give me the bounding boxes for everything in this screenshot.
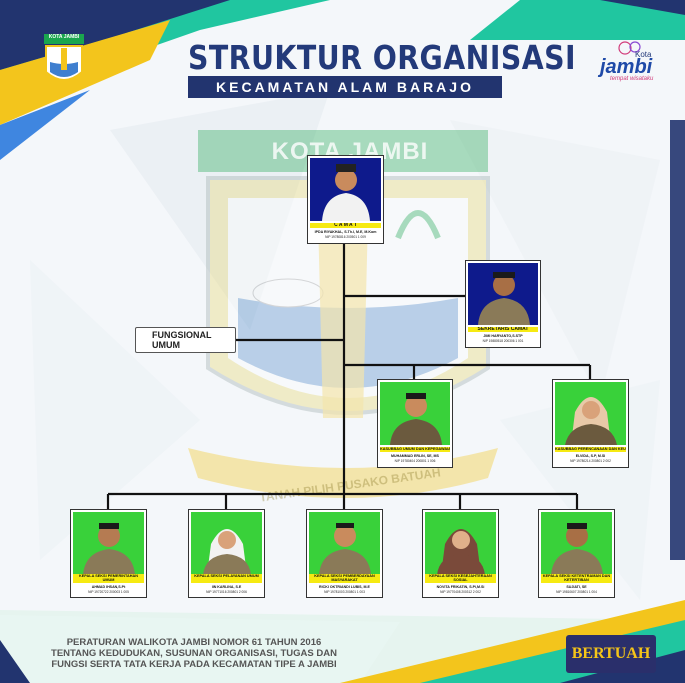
kasi-card: KEPALA SEKSI PEMBERDAYAAN MASYARAKAT RIC…	[306, 509, 383, 598]
sekretaris-role: SEKRETARIS CAMAT	[468, 327, 538, 332]
regulation-line-1: PERATURAN WALIKOTA JAMBI NOMOR 61 TAHUN …	[66, 637, 322, 648]
kasubbag-photo	[380, 382, 450, 445]
kasi-role: KEPALA SEKSI PELAYANAN UMUM	[191, 574, 262, 583]
camat-nip: NIP 19780816 200501 1 009	[325, 235, 366, 239]
person-silhouette-icon	[83, 523, 135, 575]
kasi-nip: NIP 19770408 200312 2 002	[440, 590, 481, 594]
kasi-name: IIN KARLINA, S.E	[211, 585, 242, 589]
sekretaris-nip: NIP 19880518 200306 1 001	[482, 339, 524, 343]
kasubbag-card: KASUBBAG PERENCANAAN DAN KEUANGAN ELVIDA…	[552, 379, 629, 468]
camat-name: IPDA RIYAKHAL, S.Th.I, M.E, M.Kom	[314, 230, 377, 234]
kasubbag-nip: NIP 19780214 200801 2 002	[570, 459, 611, 463]
person-silhouette-icon	[551, 523, 603, 575]
kasi-card: KEPALA SEKSI KESEJAHTERAAN SOSIAL NOVITA…	[422, 509, 499, 598]
kasi-role: KEPALA SEKSI KESEJAHTERAAN SOSIAL	[425, 574, 496, 583]
fungsional-umum-box: FUNGSIONAL UMUM	[135, 327, 236, 353]
page-subtitle: KECAMATAN ALAM BARAJO	[188, 76, 502, 98]
kasubbag-role: KASUBBAG PERENCANAAN DAN KEUANGAN	[555, 447, 626, 452]
camat-card: C A M A T IPDA RIYAKHAL, S.Th.I, M.E, M.…	[307, 155, 384, 244]
kasi-photo	[73, 512, 144, 575]
camat-role: C A M A T	[310, 223, 381, 228]
kasi-name: AHMAD IHSAN,S.Pt	[91, 585, 126, 589]
regulation-line-2: TENTANG KEDUDUKAN, SUSUNAN ORGANISASI, T…	[51, 648, 337, 659]
kasi-card: KEPALA SEKSI PELAYANAN UMUM IIN KARLINA,…	[188, 509, 265, 598]
kasi-card: KEPALA SEKSI PEMERINTAHAN UMUM AHMAD IHS…	[70, 509, 147, 598]
logo-jambi-text: jambi	[600, 56, 653, 78]
kasi-name: NOVITA FRIKATIN, S.Pi,M.Si	[436, 585, 485, 589]
bertuah-badge: BERTUAH	[566, 635, 656, 673]
kasi-photo	[309, 512, 380, 575]
person-silhouette-icon	[322, 164, 370, 221]
kasi-role: KEPALA SEKSI KETENTRAMAN DAN KETERTIBAN	[541, 574, 612, 583]
person-silhouette-icon	[319, 523, 371, 575]
kota-jambi-emblem-logo	[44, 34, 84, 81]
camat-photo	[310, 158, 381, 221]
kasi-nip: NIP 19771016 200801 2 006	[206, 590, 247, 594]
person-silhouette-icon	[565, 397, 617, 445]
regulation-footer: PERATURAN WALIKOTA JAMBI NOMOR 61 TAHUN …	[30, 637, 358, 670]
kasubbag-name: ELVIDA, S.P, M.SI	[575, 454, 606, 458]
person-silhouette-icon	[437, 529, 485, 575]
kasi-photo	[425, 512, 496, 575]
kasi-card: KEPALA SEKSI KETENTRAMAN DAN KETERTIBAN …	[538, 509, 615, 598]
kasi-role: KEPALA SEKSI PEMBERDAYAAN MASYARAKAT	[309, 574, 380, 583]
kasi-photo	[191, 512, 262, 575]
sekretaris-name: JIMI HARYANTO,S.STP	[483, 334, 523, 338]
kasi-nip: NIP 19781003 200801 1 003	[324, 590, 365, 594]
bertuah-text: BERTUAH	[571, 645, 651, 662]
kasi-photo	[541, 512, 612, 575]
person-silhouette-icon	[203, 529, 251, 575]
kasi-name: RICKI OKTRIANDI LUBIS, M.E	[319, 585, 370, 589]
logo-tagline: tempat wisataku	[610, 76, 654, 82]
person-silhouette-icon	[478, 272, 530, 325]
kasi-name: SUJIATI, SE	[566, 585, 587, 589]
badge-banner-text: KOTA JAMBI	[48, 34, 80, 40]
kasubbag-photo	[555, 382, 626, 445]
kasi-role: KEPALA SEKSI PEMERINTAHAN UMUM	[73, 574, 144, 583]
person-silhouette-icon	[390, 393, 442, 445]
sekretaris-card: SEKRETARIS CAMAT JIMI HARYANTO,S.STP NIP…	[465, 260, 541, 348]
kasubbag-nip: NIP 19780404 200801 1 006	[394, 459, 436, 463]
kasi-nip: NIP 19720722 200003 1 005	[88, 590, 129, 594]
sekretaris-photo	[468, 263, 538, 325]
kasi-nip: NIP 19810607 200801 1 004	[556, 590, 597, 594]
logo-kota-text: Kota	[635, 50, 652, 59]
kasubbag-role: KASUBBAG UMUM DAN KEPEGAWAIAN	[380, 447, 450, 452]
regulation-line-3: FUNGSI SERTA TATA KERJA PADA KECAMATAN T…	[51, 659, 337, 670]
balloon-icon	[618, 41, 641, 55]
kasubbag-card: KASUBBAG UMUM DAN KEPEGAWAIAN MUHAMMAD E…	[377, 379, 453, 468]
kasubbag-name: MUHAMMAD ERLIN, SE, MS	[391, 454, 439, 458]
